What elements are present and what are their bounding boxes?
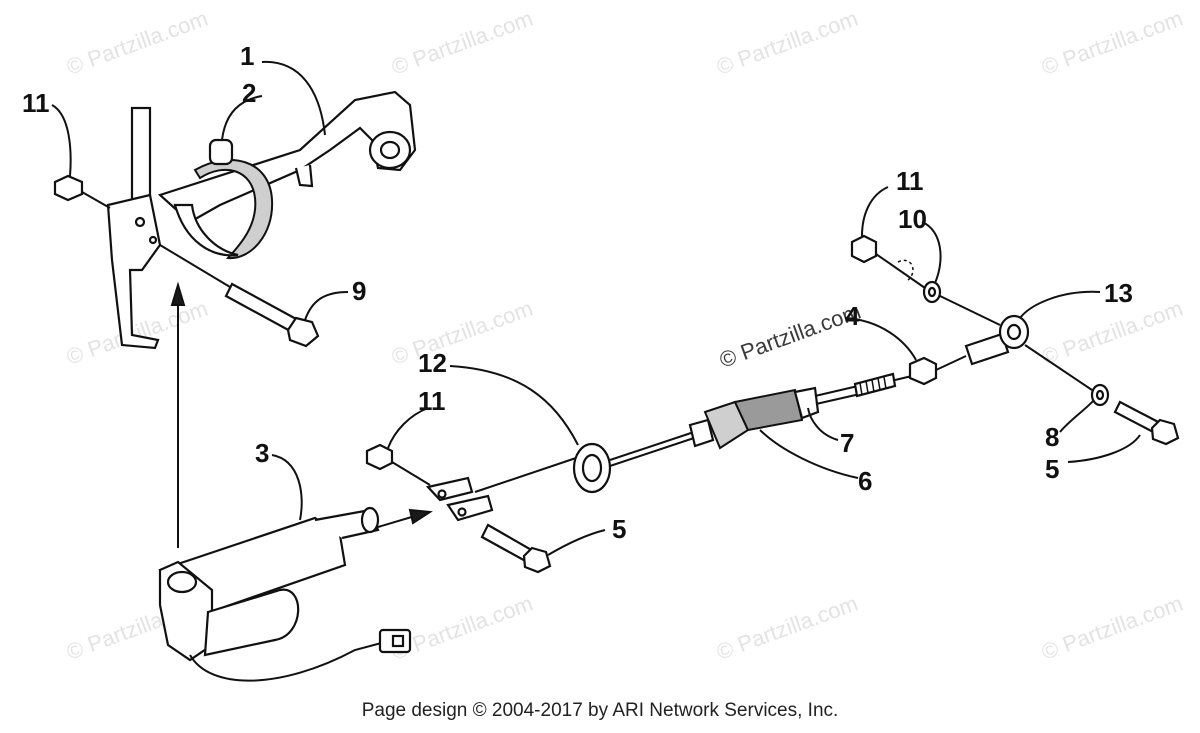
part-actuator (158, 506, 412, 682)
part-washer-8 (1090, 383, 1110, 407)
assembly-arrow-right (377, 508, 433, 528)
watermark: © Partzilla.com (1038, 6, 1186, 80)
callout-5-right: 5 (1045, 454, 1059, 484)
part-rod-end (964, 314, 1093, 391)
callout-13: 13 (1104, 278, 1133, 308)
part-lever-bracket (106, 106, 162, 350)
watermark: © Partzilla.com (713, 591, 861, 665)
callout-labels: 1 2 3 4 5 5 6 7 8 9 10 11 11 11 12 13 (22, 41, 1133, 544)
watermark: © Partzilla.com (713, 6, 861, 80)
callout-11-top-right: 11 (896, 166, 924, 196)
callout-8: 8 (1045, 422, 1059, 452)
callout-9: 9 (352, 276, 366, 306)
callout-6: 6 (858, 466, 872, 496)
part-cable (609, 429, 701, 467)
watermark: © Partzilla.com (63, 296, 211, 370)
watermark: © Partzilla.com (388, 6, 536, 80)
part-nut-4 (908, 355, 967, 386)
part-band-clamp (173, 138, 274, 260)
watermark: © Partzilla.com (1038, 591, 1186, 665)
part-bolt-5-right (1113, 400, 1180, 446)
part-jam-nut (572, 442, 612, 494)
part-threaded-rod (853, 372, 913, 398)
callout-3: 3 (255, 438, 269, 468)
callout-1: 1 (240, 41, 254, 71)
part-nut-top-right (850, 234, 926, 289)
callout-7: 7 (840, 428, 854, 458)
callout-2: 2 (242, 78, 256, 108)
watermark: © Partzilla.com (388, 591, 536, 665)
part-cable-housing (688, 385, 861, 450)
watermark: © Partzilla.com (63, 6, 211, 80)
part-nut-middle (365, 443, 431, 486)
footer-copyright: Page design © 2004-2017 by ARI Network S… (361, 700, 839, 721)
callout-12: 12 (418, 348, 447, 378)
part-nut-top-left (53, 174, 111, 209)
callout-4: 4 (845, 301, 860, 331)
part-bolt-9 (159, 244, 320, 348)
callout-11-middle: 11 (418, 386, 446, 416)
part-bolt-5-lower (480, 523, 552, 574)
watermark-dark: © Partzilla.com (716, 299, 864, 373)
part-washer-10 (922, 280, 1001, 326)
watermark: © Partzilla.com (388, 296, 536, 370)
callout-5-lower: 5 (612, 514, 626, 544)
part-clevis (425, 457, 577, 522)
part-bracket-arm (157, 90, 417, 224)
callout-10: 10 (898, 204, 927, 234)
callout-11-top-left: 11 (22, 88, 50, 118)
assembly-arrow-up (170, 281, 186, 548)
leader-lines (51, 60, 1141, 556)
